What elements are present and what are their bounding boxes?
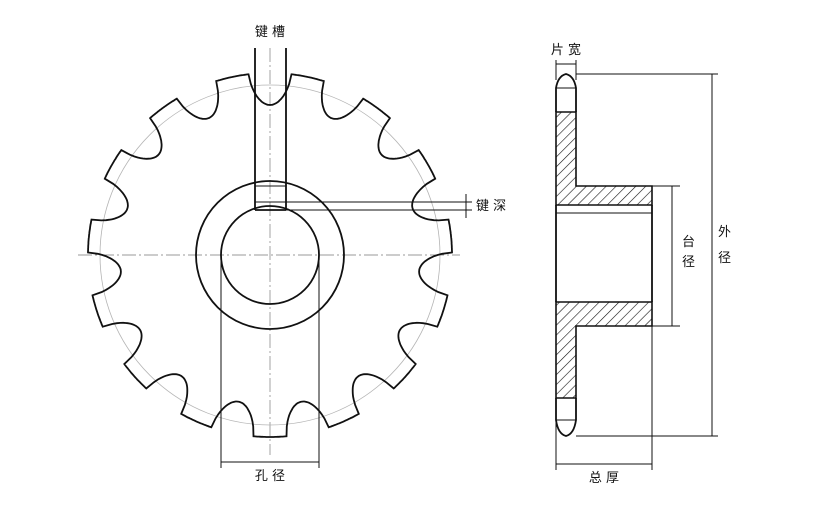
plate-width-label: 片 宽 bbox=[551, 42, 581, 58]
side-section-view: 片 宽 台 径 外 径 总 厚 bbox=[551, 42, 731, 486]
front-view: 键 槽 键 深 孔 径 bbox=[78, 25, 506, 484]
hub-circle bbox=[195, 180, 345, 330]
keyway-label: 键 槽 bbox=[255, 25, 285, 40]
bore-dimension bbox=[220, 255, 320, 468]
outer-diameter-label-1: 外 bbox=[718, 225, 731, 240]
bore-label: 孔 径 bbox=[255, 469, 285, 484]
outer-diameter-dimension bbox=[576, 73, 718, 437]
total-thickness-dimension bbox=[555, 326, 653, 470]
total-thickness-label: 总 厚 bbox=[589, 471, 619, 486]
key-depth-dimension bbox=[286, 194, 472, 218]
lower-tooth-tip bbox=[555, 398, 577, 437]
upper-tooth-tip bbox=[555, 73, 577, 112]
sprocket-tooth-profile bbox=[87, 73, 453, 438]
hub-diameter-label-2: 径 bbox=[682, 255, 695, 270]
hub-diameter-label-1: 台 bbox=[682, 235, 695, 250]
plate-width-dimension bbox=[555, 60, 577, 80]
outer-diameter-label-2: 径 bbox=[718, 251, 731, 266]
key-depth-label: 键 深 bbox=[476, 199, 506, 214]
keyway bbox=[254, 48, 287, 211]
lower-hatched-section bbox=[555, 301, 653, 399]
hub-diameter-dimension bbox=[652, 185, 680, 327]
upper-hatched-section bbox=[555, 111, 653, 206]
